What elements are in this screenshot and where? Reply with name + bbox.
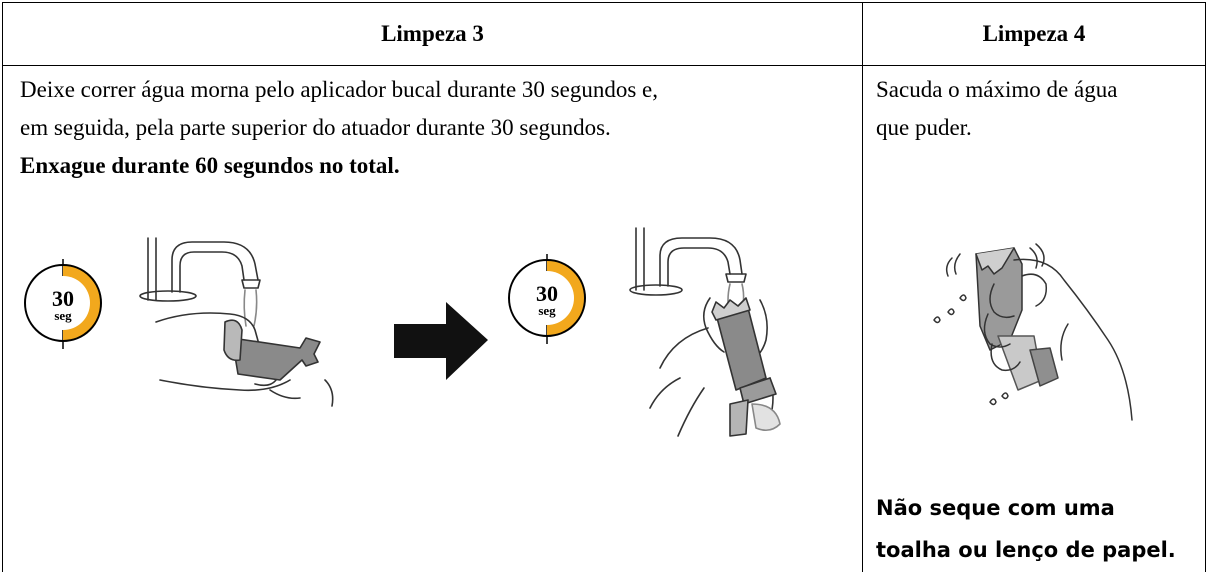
table-column-divider [862,2,863,572]
heading-limpeza-3: Limpeza 3 [381,21,484,46]
timer-value: 30 [52,286,74,311]
heading-limpeza-4: Limpeza 4 [982,21,1086,46]
warning-line: toalha ou lenço de papel. [876,538,1176,562]
instruction-emphasis: Enxague durante 60 segundos no total. [20,153,400,178]
timer-unit: seg [538,303,556,318]
table-header-divider [2,65,1206,66]
timer-unit: seg [54,308,72,323]
limpeza-4-instructions: Sacuda o máximo de água que puder. [876,71,1201,147]
instruction-line: Sacuda o máximo de água [876,77,1118,102]
timer-icon: 30 seg [24,259,102,349]
timer-icon: 30 seg [508,254,586,344]
faucet-rinse-mouthpiece-illustration [139,237,334,407]
faucet-rinse-actuator-illustration [629,227,781,437]
shake-inhaler-illustration [933,243,1133,421]
warning-line: Não seque com uma [876,496,1115,520]
table-border-top [2,2,1206,3]
instruction-line: que puder. [876,115,972,140]
instruction-line: em seguida, pela parte superior do atuad… [20,115,611,140]
warning-text: Não seque com uma toalha ou lenço de pap… [876,487,1201,571]
timer-value: 30 [536,281,558,306]
arrow-right-icon [394,302,488,380]
instruction-line: Deixe correr água morna pelo aplicador b… [20,77,658,102]
table-border-left [2,2,3,572]
limpeza-3-instructions: Deixe correr água morna pelo aplicador b… [20,71,860,185]
table-border-right [1205,2,1206,572]
